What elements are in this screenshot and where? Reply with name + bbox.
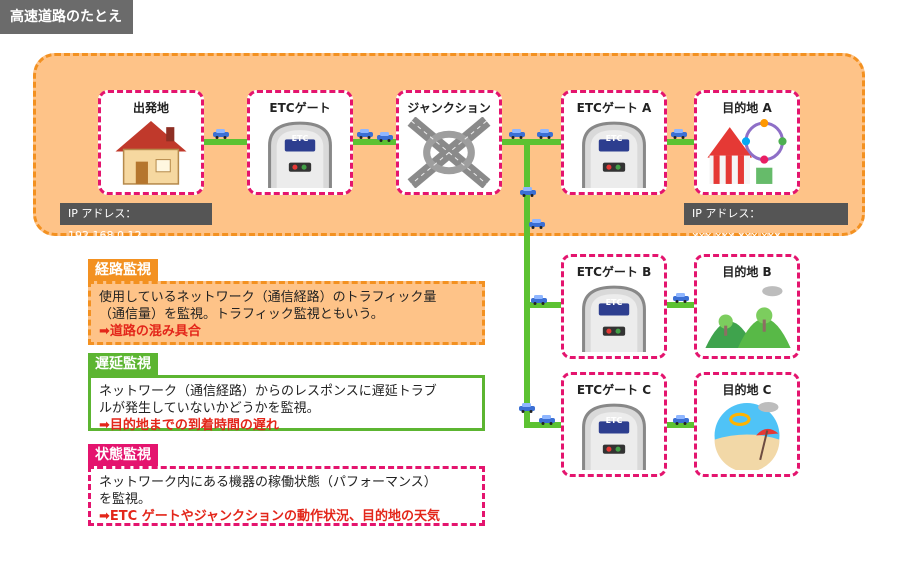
node-etc-gate-a-label: ETCゲート A	[576, 101, 652, 115]
node-etc-gate-b: ETCゲート B ETC	[561, 254, 667, 359]
node-junction: ジャンクション	[396, 90, 502, 195]
etc-gate-icon: ETC	[250, 117, 350, 188]
etc-gate-icon: ETC	[564, 399, 664, 470]
section-latency-monitoring-text-2: ルが発生していないかどうかを監視。	[99, 401, 320, 416]
beach-icon	[697, 399, 797, 470]
node-destination-c-label: 目的地 C	[722, 383, 772, 397]
car-icon	[518, 402, 536, 413]
node-origin-label: 出発地	[132, 101, 169, 115]
car-icon	[519, 186, 537, 197]
hills-icon	[697, 281, 797, 352]
ip-address-destination: IP アドレス：xxx.xxx.xxx.xxx	[684, 203, 848, 242]
ip-address-origin: IP アドレス：192.168.0.12	[60, 203, 212, 242]
car-icon	[670, 128, 688, 139]
node-destination-b: 目的地 B	[694, 254, 800, 359]
car-icon	[538, 414, 556, 425]
node-destination-b-label: 目的地 B	[722, 265, 772, 279]
road-branch-vertical	[524, 139, 530, 428]
node-destination-a: 目的地 A	[694, 90, 800, 195]
car-icon	[508, 128, 526, 139]
car-icon	[536, 128, 554, 139]
section-latency-monitoring-text-1: ネットワーク（通信経路）からのレスポンスに遅延トラブ	[99, 384, 437, 399]
section-latency-monitoring-example: ➡目的地までの到着時間の遅れ	[99, 418, 279, 433]
node-etc-gate-b-label: ETCゲート B	[576, 265, 652, 279]
section-status-monitoring-tag: 状態監視	[88, 444, 158, 466]
amusement-park-icon	[697, 117, 797, 188]
etc-sign: ETC	[605, 416, 623, 425]
car-icon	[530, 294, 548, 305]
car-icon	[672, 292, 690, 303]
junction-icon	[399, 117, 499, 188]
etc-sign: ETC	[605, 298, 623, 307]
etc-gate-icon: ETC	[564, 117, 664, 188]
etc-gate-icon: ETC	[564, 281, 664, 352]
section-status-monitoring-text-2: を監視。	[99, 492, 152, 507]
car-icon	[376, 131, 394, 142]
car-icon	[528, 218, 546, 229]
section-latency-monitoring-box: ネットワーク（通信経路）からのレスポンスに遅延トラブ ルが発生していないかどうか…	[88, 375, 485, 433]
node-destination-a-label: 目的地 A	[722, 101, 772, 115]
section-status-monitoring-example: ➡ETC ゲートやジャンクションの動作状況、目的地の天気	[99, 509, 441, 524]
node-destination-c: 目的地 C	[694, 372, 800, 477]
section-latency-monitoring-tag: 遅延監視	[88, 353, 158, 375]
section-route-monitoring-text-1: 使用しているネットワーク（通信経路）のトラフィック量	[99, 290, 437, 305]
car-icon	[672, 414, 690, 425]
page-title: 高速道路のたとえ	[0, 0, 133, 34]
section-status-monitoring-text-1: ネットワーク内にある機器の稼働状態（パフォーマンス）	[99, 475, 437, 490]
etc-sign: ETC	[605, 134, 623, 143]
node-etc-gate: ETCゲート ETC	[247, 90, 353, 195]
section-route-monitoring-box: 使用しているネットワーク（通信経路）のトラフィック量 （通信量）を監視。トラフィ…	[88, 281, 485, 345]
house-icon	[101, 117, 201, 188]
car-icon	[356, 128, 374, 139]
section-status-monitoring-box: ネットワーク内にある機器の稼働状態（パフォーマンス） を監視。 ➡ETC ゲート…	[88, 466, 485, 526]
node-origin: 出発地	[98, 90, 204, 195]
section-route-monitoring-tag: 経路監視	[88, 259, 158, 281]
car-icon	[212, 128, 230, 139]
node-etc-gate-a: ETCゲート A ETC	[561, 90, 667, 195]
node-etc-gate-label: ETCゲート	[269, 101, 331, 115]
node-etc-gate-c: ETCゲート C ETC	[561, 372, 667, 477]
node-junction-label: ジャンクション	[407, 101, 491, 115]
section-route-monitoring-example: ➡道路の混み具合	[99, 324, 201, 339]
etc-sign: ETC	[291, 134, 309, 143]
section-route-monitoring-text-2: （通信量）を監視。トラフィック監視ともいう。	[99, 307, 384, 322]
node-etc-gate-c-label: ETCゲート C	[576, 383, 652, 397]
